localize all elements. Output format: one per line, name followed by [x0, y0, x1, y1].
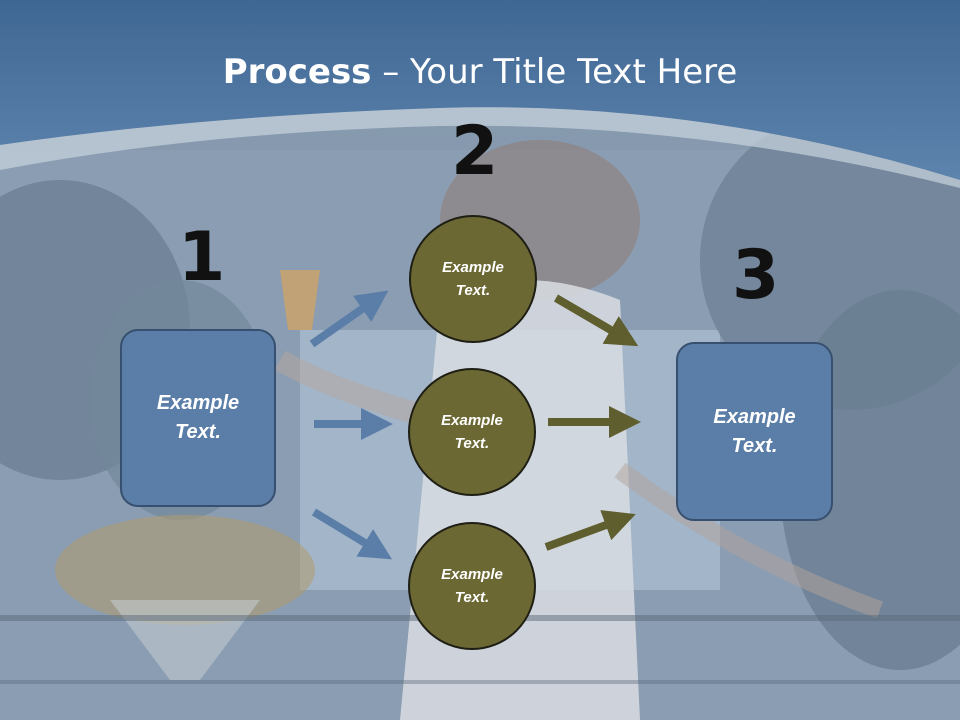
step-number-2: 2	[451, 112, 499, 191]
title-bold: Process	[222, 52, 372, 92]
circle-3-label: Example Text.	[441, 566, 503, 606]
step-box-3: Example Text.	[676, 342, 833, 521]
arrow-box1-to-circle3	[311, 508, 393, 560]
arrow-circle1-to-box3	[553, 294, 639, 347]
circle-1-label: Example Text.	[442, 259, 504, 299]
step-circle-3: Example Text.	[408, 522, 536, 650]
step-number-3: 3	[732, 236, 780, 315]
circle-2-label: Example Text.	[441, 412, 503, 452]
step-box-1: Example Text.	[120, 329, 276, 507]
step-number-1: 1	[178, 218, 226, 297]
step-circle-2: Example Text.	[408, 368, 536, 496]
arrow-circle3-to-box3	[544, 510, 636, 551]
arrow-box1-to-circle1	[309, 290, 389, 348]
title-rest: – Your Title Text Here	[371, 52, 738, 92]
step-circle-1: Example Text.	[409, 215, 537, 343]
slide-title: Process – Your Title Text Here	[0, 52, 960, 92]
